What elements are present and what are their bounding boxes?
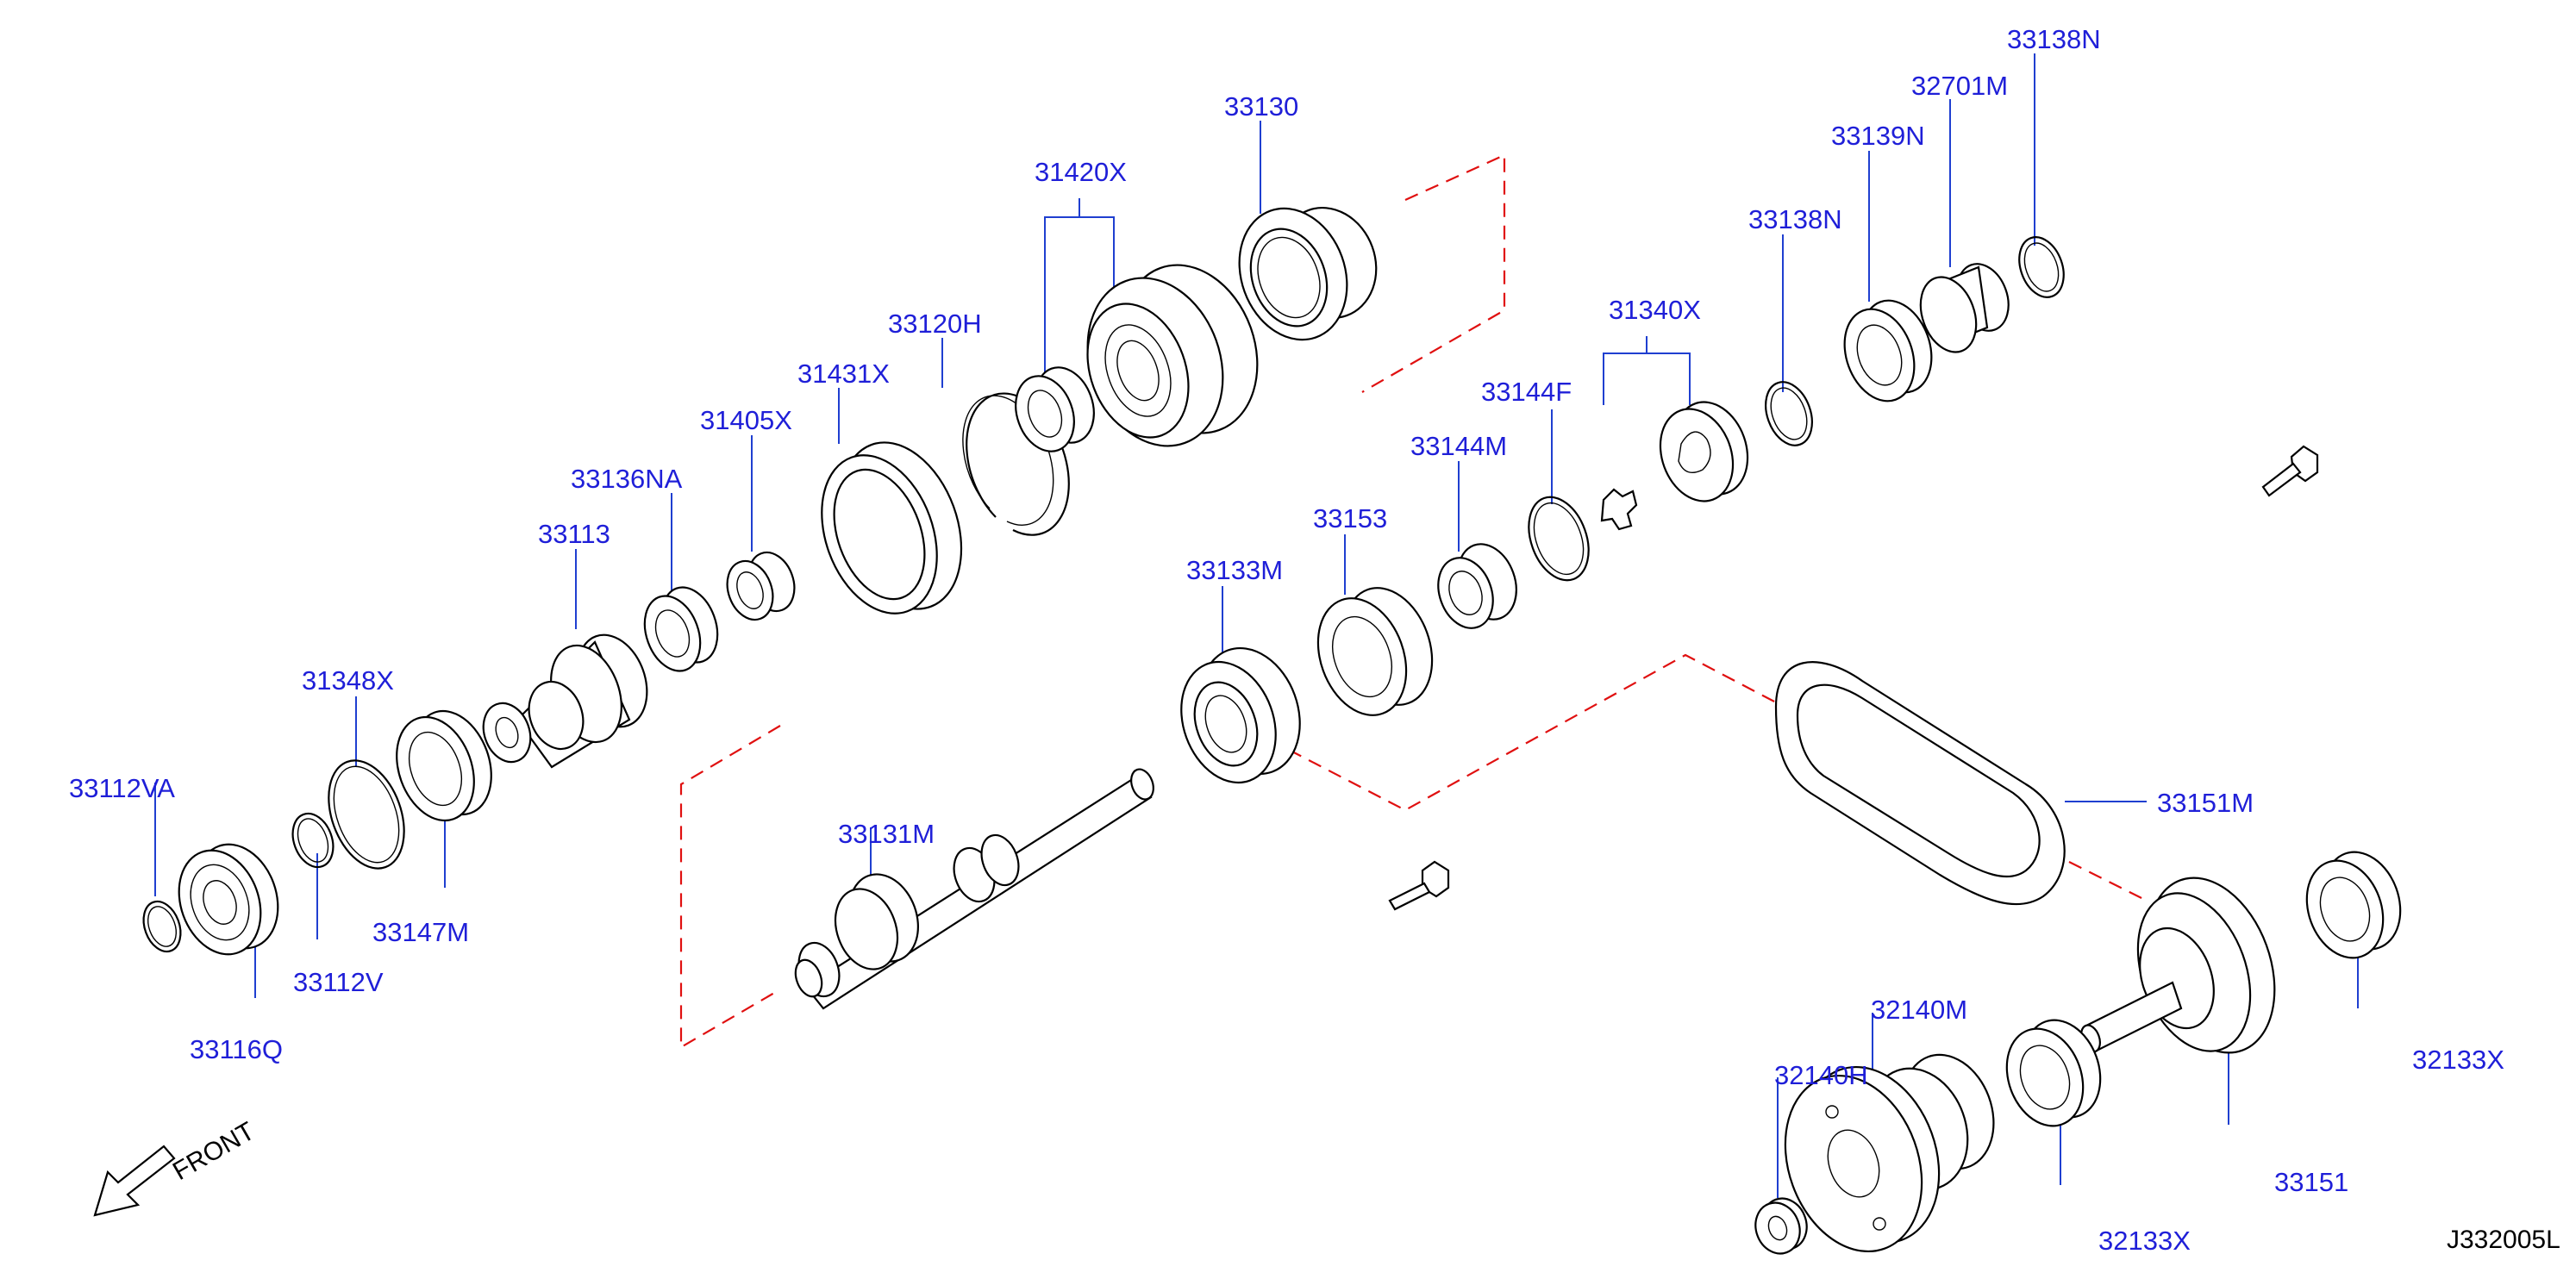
part-33151M-drive-chain — [1774, 661, 2066, 906]
callout-33151: 33151 — [2274, 1167, 2348, 1197]
callout-labels: 33138N 32701M 33139N 33130 31420X 33138N… — [69, 24, 2504, 1256]
part-33112V-snap-ring — [291, 812, 335, 869]
part-31405X-bushing — [726, 551, 796, 621]
part-33130-gear — [1238, 206, 1378, 341]
part-32140H-nut — [1754, 1197, 1808, 1255]
reference-dashed-lines — [679, 153, 2148, 1049]
callout-32701M: 32701M — [1911, 71, 2008, 101]
part-33116Q-bearing — [178, 843, 279, 956]
part-33138N-ring-mid — [1765, 381, 1813, 446]
callout-33138N-top: 33138N — [2007, 24, 2101, 54]
part-33144M-gear — [1437, 543, 1517, 629]
callout-32133X-bottom: 32133X — [2098, 1226, 2191, 1256]
part-31420X-needle-bearing — [1015, 366, 1095, 452]
callout-31348X: 31348X — [302, 665, 394, 696]
callout-33113: 33113 — [538, 519, 610, 549]
callout-33144M: 33144M — [1410, 431, 1507, 461]
callout-31340X: 31340X — [1609, 295, 1701, 325]
callout-33130: 33130 — [1224, 91, 1298, 122]
callout-31420X: 31420X — [1035, 157, 1127, 187]
part-33136NA-needle-bearing — [643, 586, 719, 672]
callout-32133X-right: 32133X — [2412, 1045, 2504, 1075]
part-32140M-companion-flange — [1784, 1053, 1995, 1253]
callout-33136NA: 33136NA — [571, 464, 683, 494]
part-33147M-bearing — [396, 709, 492, 822]
front-label: FRONT — [168, 1117, 259, 1186]
part-31340X-oil-pump — [1600, 401, 1749, 531]
callout-33144F: 33144F — [1481, 377, 1572, 407]
part-32133X-bearing-bottom — [2005, 1019, 2102, 1127]
callout-33131M: 33131M — [838, 819, 935, 849]
part-33113-input-gear — [482, 633, 648, 769]
part-bolt-center — [1388, 860, 1450, 911]
callout-33120H: 33120H — [888, 309, 982, 339]
callout-33116Q: 33116Q — [190, 1034, 283, 1064]
front-direction-indicator: FRONT — [93, 1117, 259, 1217]
part-32133X-bearing-right — [2305, 851, 2402, 959]
callout-33133M: 33133M — [1186, 555, 1283, 585]
part-33112VA-snap-ring — [142, 900, 182, 953]
callout-33138N-mid: 33138N — [1748, 204, 1842, 234]
part-31348X-ring — [328, 759, 405, 870]
callout-31431X: 31431X — [797, 359, 890, 389]
part-31431X-ring-gear — [821, 441, 963, 615]
callout-33147M: 33147M — [372, 917, 469, 947]
part-bolt-upper-right — [2261, 445, 2319, 497]
part-33151-output-sprocket — [2080, 877, 2276, 1054]
callout-33139N: 33139N — [1831, 121, 1925, 151]
part-31420X-planetary-carrier — [1086, 264, 1259, 447]
callout-31405X: 31405X — [700, 405, 792, 435]
drawing-code: J332005L — [2447, 1226, 2560, 1254]
callout-33153: 33153 — [1313, 503, 1387, 533]
callout-32140H: 32140H — [1774, 1060, 1868, 1090]
front-arrow-icon — [93, 1145, 176, 1217]
callout-33112V: 33112V — [293, 967, 384, 997]
callout-33151M: 33151M — [2157, 788, 2254, 818]
part-33138N-ring-top — [2018, 236, 2065, 298]
part-33139N-bearing — [1843, 299, 1933, 402]
callout-33112VA: 33112VA — [69, 773, 175, 803]
part-32701M-sleeve — [1919, 263, 2010, 353]
callout-32140M: 32140M — [1871, 995, 1967, 1025]
part-33153-hub — [1316, 587, 1434, 716]
part-33144F-ring — [1528, 496, 1590, 582]
part-33131M-mainshaft — [794, 768, 1154, 1010]
part-33133M-gear — [1180, 646, 1301, 784]
